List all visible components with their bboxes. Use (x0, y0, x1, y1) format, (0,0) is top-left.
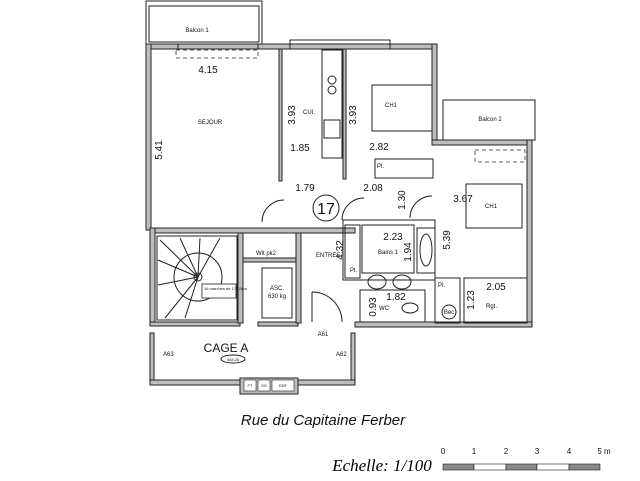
walls (145, 43, 533, 386)
bath-label: Bains 1 (378, 250, 399, 256)
sejour-width: 4.15 (198, 65, 218, 76)
scale-tick-3: 3 (535, 447, 540, 456)
street-name: Rue du Capitaine Ferber (241, 412, 406, 429)
scale-label: Echelle: 1/100 (331, 456, 432, 475)
ch2-width: 3.67 (453, 194, 473, 205)
rgt-width: 2.05 (486, 282, 506, 293)
wc-depth: 0.93 (368, 297, 379, 317)
entree-label: ENTREE (316, 253, 340, 259)
ch1-width: 2.82 (369, 142, 389, 153)
scale-tick-2: 2 (504, 447, 509, 456)
wc-label: WC (379, 306, 390, 312)
scale-tick-0: 0 (441, 447, 446, 456)
staircase (156, 235, 238, 321)
wit-label: Wit pk2 (256, 251, 277, 257)
meter-boxes: FT SG EDF (239, 377, 299, 395)
hall-dim-c: 1.30 (397, 190, 408, 210)
balcony-2-label: Balcon 2 (478, 117, 502, 123)
apartment-number: 17 (317, 201, 335, 218)
cage-label: CAGE A (204, 341, 249, 355)
hall-dim-a: 1.79 (295, 183, 315, 194)
marker-a63: A63 (163, 352, 174, 358)
lift-label: ASC. (270, 286, 284, 292)
scale-tick-4: 4 (567, 447, 572, 456)
balcony-1-label: Balcon 1 (185, 28, 209, 34)
entree-length: 4.32 (335, 240, 346, 260)
marker-a62: A62 (336, 352, 347, 358)
placard-2-label: Pl. (350, 268, 357, 274)
kitchen-counter (321, 49, 343, 159)
meter-edf: EDF (279, 383, 288, 388)
meter-sg: SG (261, 383, 267, 388)
bed (371, 84, 433, 132)
balcony-1: Balcon 1 (145, 0, 263, 46)
scale-tick-1: 1 (472, 447, 477, 456)
ch2-length: 5.39 (442, 230, 453, 250)
lift-capacity: 630 kg (268, 294, 286, 300)
kitchen-length: 3.93 (287, 105, 298, 125)
placard-3-label: Pl. (438, 283, 445, 289)
kitchen-label: CUI. (303, 110, 315, 116)
stair-sign: 16 marches de 17,18cm (204, 286, 248, 291)
cage-area: 448,26 (227, 357, 240, 362)
bath-width: 2.23 (383, 232, 403, 243)
sejour-label: SEJOUR (198, 120, 223, 126)
scale-bar (442, 463, 601, 471)
ch1-label: CH1 (385, 103, 398, 109)
placard-1-label: Pl. (377, 164, 384, 170)
ch2-label: CH1 (485, 204, 498, 210)
meter-ft: FT (248, 383, 253, 388)
scale-tick-5: 5 m (597, 447, 611, 456)
kitchen-width: 1.85 (290, 143, 310, 154)
bath-length: 1.94 (403, 242, 414, 262)
marker-a61: A61 (318, 332, 329, 338)
hall-dim-b: 2.08 (363, 183, 383, 194)
rgt-depth: 1.23 (466, 290, 477, 310)
sejour-length: 5.41 (154, 140, 165, 160)
apartment-number-circle (312, 194, 340, 222)
ch1-length: 3.93 (348, 105, 359, 125)
bec-label: Bec (444, 310, 454, 316)
wc-width: 1.82 (386, 292, 406, 303)
rgt-label: Rgt. (486, 304, 497, 310)
